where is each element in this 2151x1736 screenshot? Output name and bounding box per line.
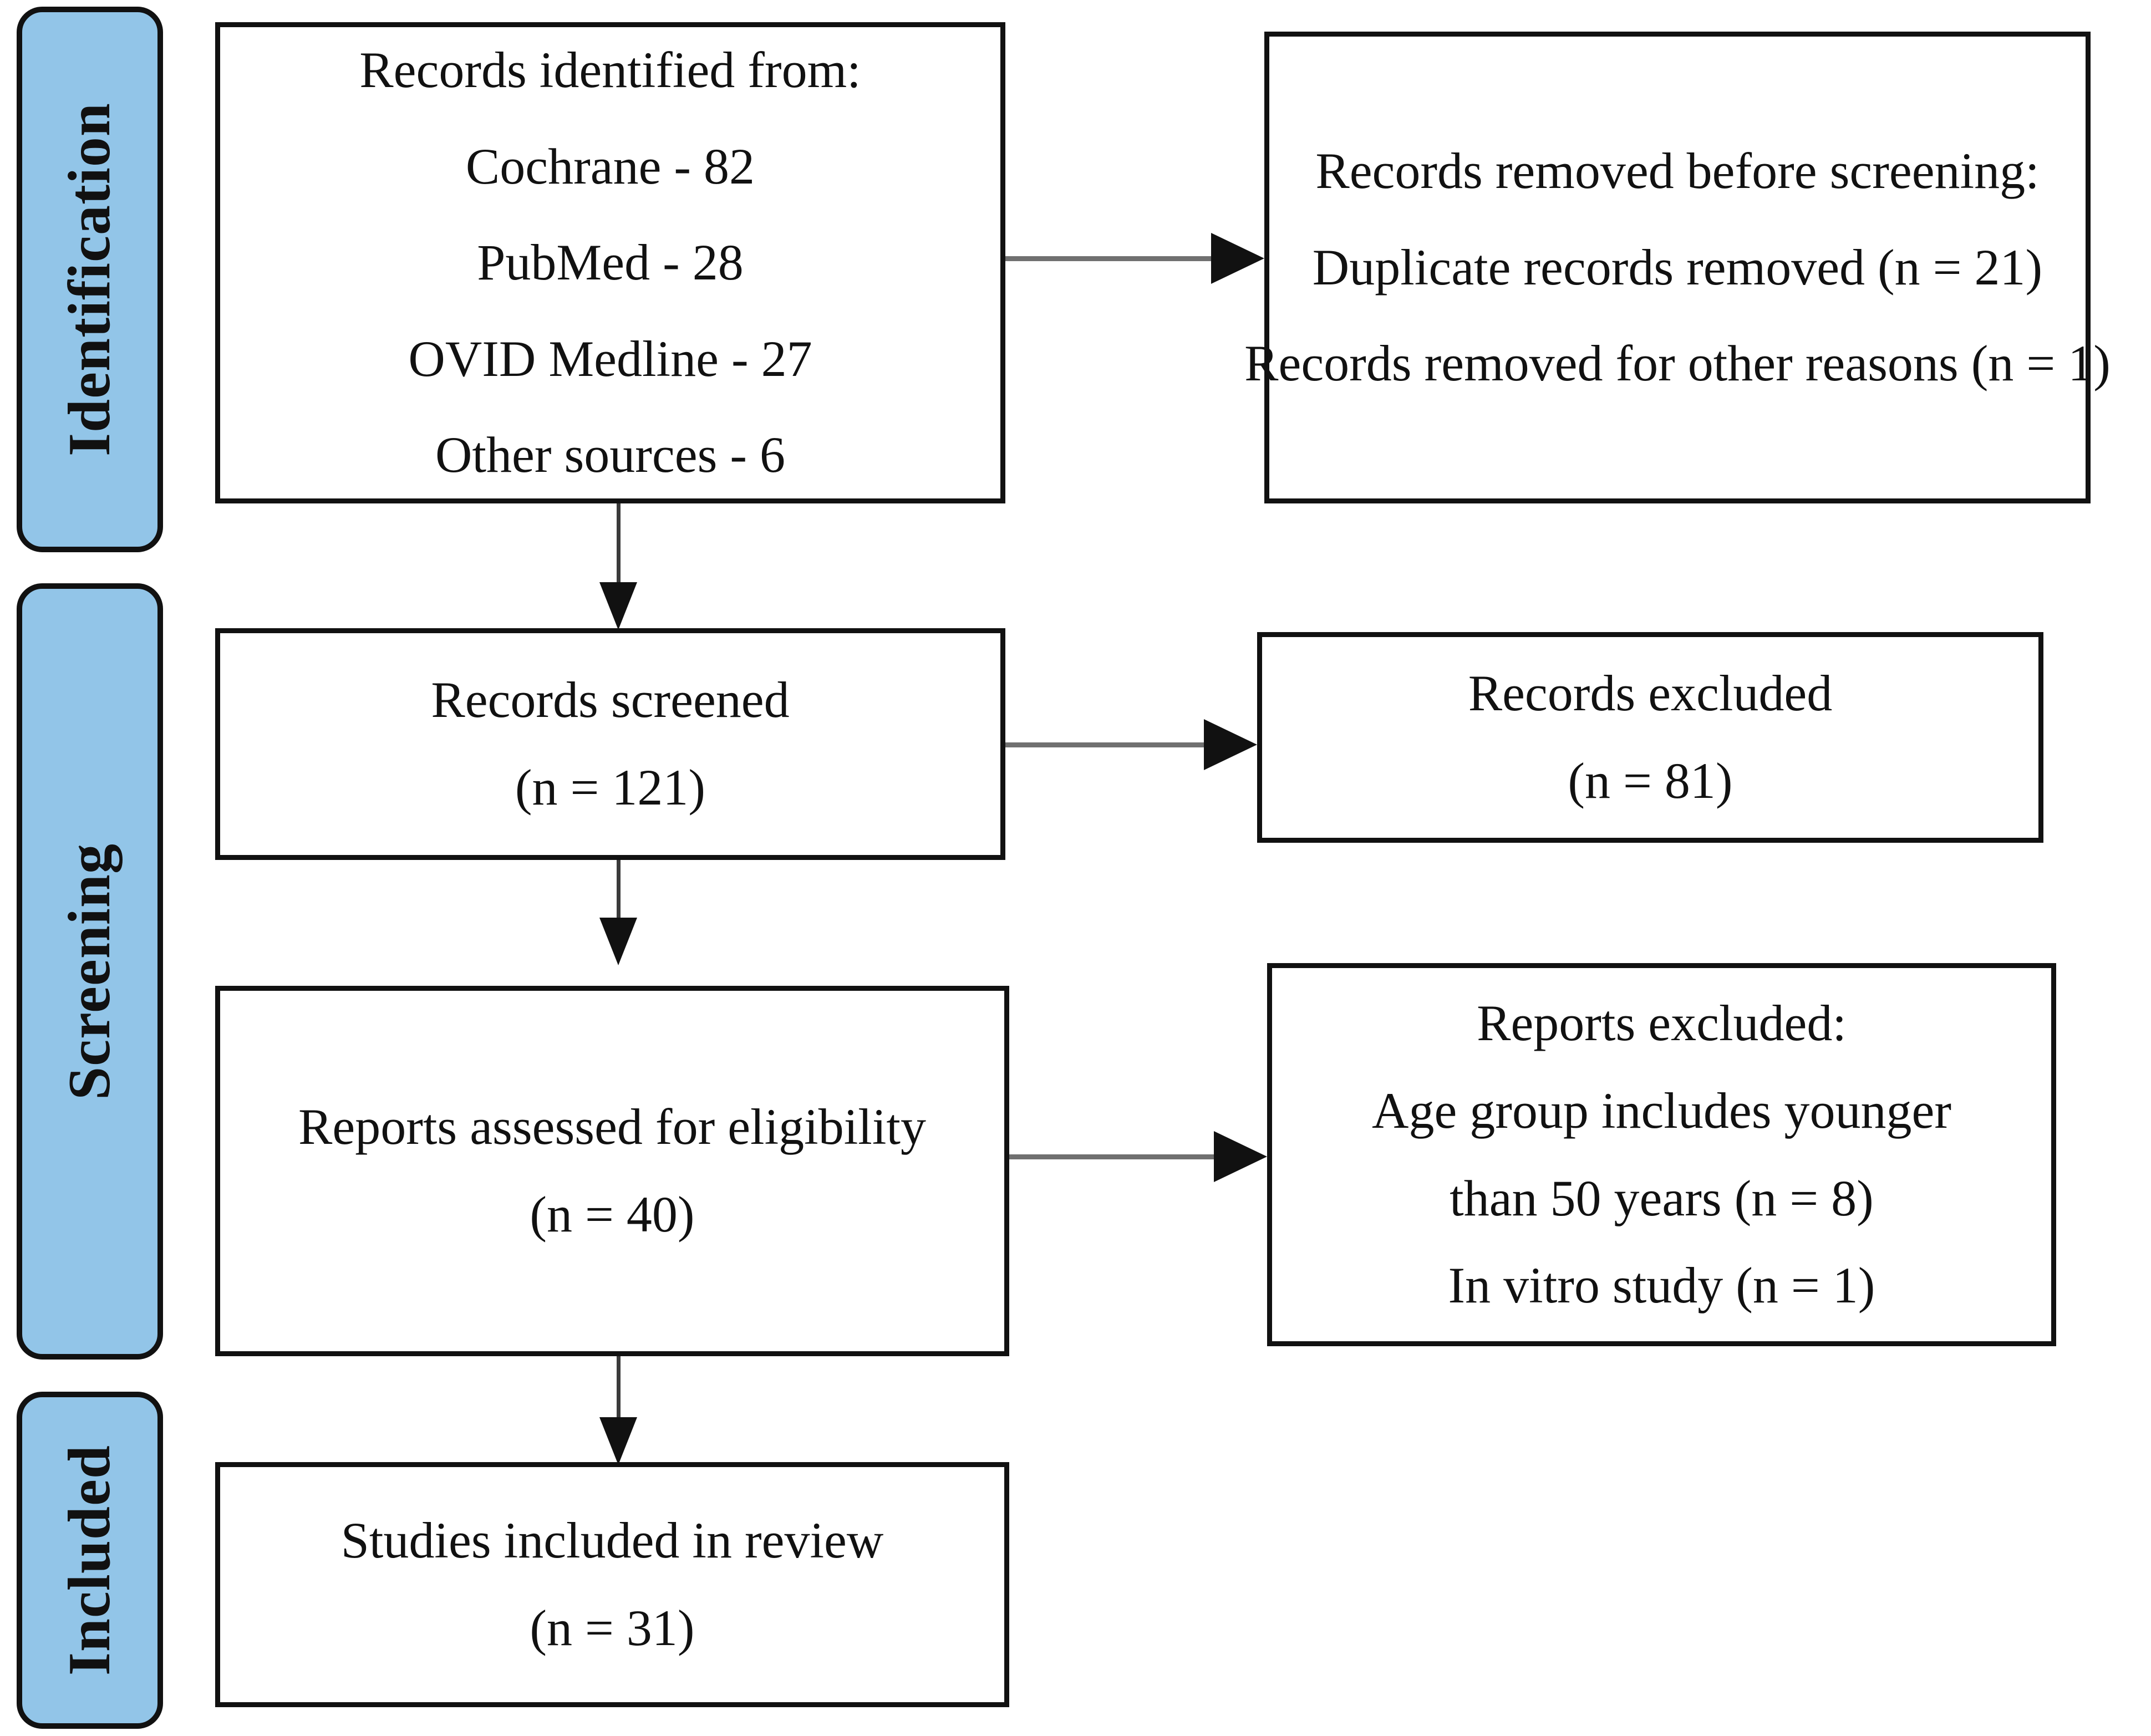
arrow-identified-to-screened — [592, 503, 644, 630]
box-line: Records removed before screening: — [1315, 142, 2040, 200]
box-line: (n = 81) — [1568, 752, 1733, 809]
arrow-identified-to-removed — [1005, 233, 1264, 284]
box-line: Records identified from: — [359, 42, 861, 99]
box-line: OVID Medline - 27 — [408, 330, 812, 387]
box-reports-excluded: Reports excluded: Age group includes you… — [1267, 963, 2056, 1346]
box-line: Other sources - 6 — [435, 426, 786, 483]
stage-label-included: Included — [57, 1444, 123, 1676]
box-line: (n = 121) — [515, 759, 706, 816]
stage-pill-identification: Identification — [17, 7, 163, 552]
box-line: Records removed for other reasons (n = 1… — [1244, 335, 2111, 392]
box-line: PubMed - 28 — [477, 234, 744, 291]
stage-label-screening: Screening — [57, 843, 123, 1100]
box-records-excluded: Records excluded (n = 81) — [1257, 632, 2043, 843]
box-line: Reports excluded: — [1477, 995, 1847, 1052]
box-line: (n = 31) — [530, 1600, 695, 1656]
stage-pill-screening: Screening — [17, 583, 163, 1360]
box-records-screened: Records screened (n = 121) — [215, 628, 1005, 860]
box-line: than 50 years (n = 8) — [1450, 1169, 1874, 1226]
stage-pill-included: Included — [17, 1392, 163, 1729]
box-line: Duplicate records removed (n = 21) — [1312, 238, 2043, 296]
box-records-identified: Records identified from: Cochrane - 82 P… — [215, 22, 1005, 503]
box-line: Reports assessed for eligibility — [298, 1098, 926, 1155]
box-line: Age group includes younger — [1372, 1082, 1951, 1139]
box-records-removed-before-screening: Records removed before screening: Duplic… — [1244, 32, 2111, 503]
box-reports-assessed-for-eligibility: Reports assessed for eligibility (n = 40… — [215, 986, 1009, 1356]
stage-label-identification: Identification — [57, 102, 123, 456]
arrow-reports-assessed-to-reports-excluded — [1009, 1131, 1267, 1182]
arrow-screened-to-excluded — [1005, 719, 1257, 770]
box-line: Studies included in review — [340, 1512, 884, 1569]
box-studies-included-in-review: Studies included in review (n = 31) — [215, 1462, 1009, 1707]
box-line: (n = 40) — [530, 1186, 695, 1243]
box-line: Cochrane - 82 — [465, 138, 755, 195]
arrow-screened-to-reports-assessed — [592, 860, 644, 965]
box-line: Records screened — [431, 671, 790, 729]
box-line: In vitro study (n = 1) — [1448, 1257, 1875, 1314]
arrow-reports-assessed-to-studies-included — [592, 1356, 644, 1465]
box-line: Records excluded — [1468, 665, 1833, 722]
